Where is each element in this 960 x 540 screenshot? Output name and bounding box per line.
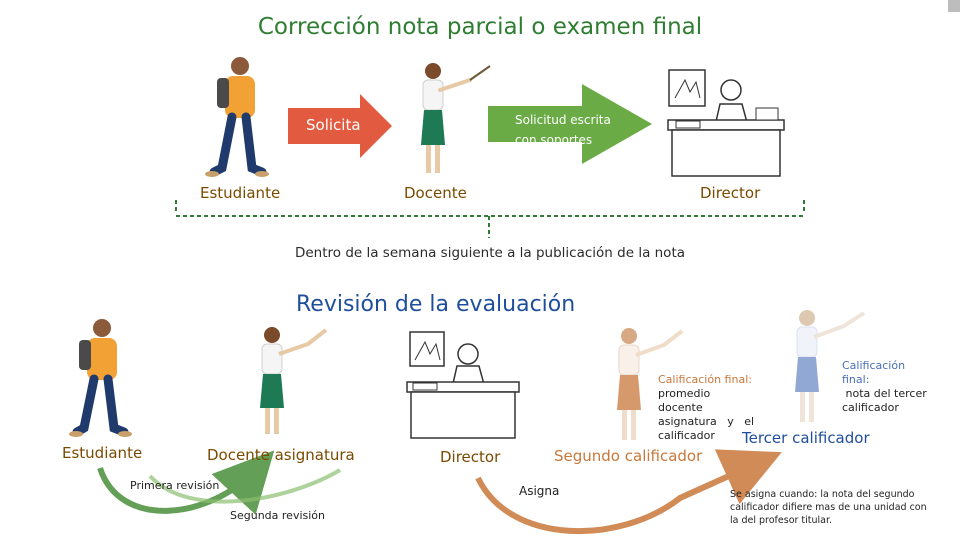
student-label-top: Estudiante [200,184,280,202]
solicitud-label: Solicitud escrita con soportes [515,110,611,150]
director-figure-bottom [407,332,519,438]
third-note-line3: la del profesor titular. [730,514,938,527]
teacher-label-top: Docente [404,184,467,202]
teacher-figure-top [421,63,490,173]
first-review-label: Primera revisión [130,479,219,492]
third-note-line2: calificador difiere mas de una unidad co… [730,501,938,514]
student-figure-bottom [69,319,132,437]
third-note-line1: Se asigna cuando: la nota del segundo [730,488,938,501]
director-label-top: Director [700,184,760,202]
final-grade-second-line1: promedio docente [658,387,754,415]
final-grade-second-title: Calificación final: [658,373,754,387]
second-review-label: Segunda revisión [230,509,325,522]
final-grade-second-line2: asignatura y el [658,415,754,429]
timing-note: Dentro de la semana siguiente a la publi… [0,245,960,261]
final-grade-third-title1: Calificación [842,359,942,373]
solicita-label: Solicita [306,116,361,134]
third-grader-note: Se asigna cuando: la nota del segundo ca… [730,488,938,527]
final-grade-second-line3: calificador [658,429,754,443]
student-label-bottom: Estudiante [62,444,142,462]
final-grade-third-note: Calificación final: nota del tercer cali… [842,359,942,415]
final-grade-third-line2: calificador [842,401,942,415]
subject-teacher-figure [260,327,326,434]
final-grade-third-line1: nota del tercer [842,387,942,401]
review-heading: Revisión de la evaluación [296,292,575,317]
second-grader-label: Segundo calificador [554,447,702,465]
assign-label: Asigna [519,484,559,498]
director-label-bottom: Director [440,448,500,466]
third-grader-label: Tercer calificador [742,429,870,447]
final-grade-second-note: Calificación final: promedio docente asi… [658,373,754,443]
solicitud-label-line2: con soportes [515,130,611,150]
solicitud-label-line1: Solicitud escrita [515,110,611,130]
final-grade-third-title2: final: [842,373,942,387]
timing-bracket [176,200,804,238]
student-figure-top [205,57,269,177]
subject-teacher-label: Docente asignatura [207,446,355,464]
director-figure-top [668,70,784,176]
